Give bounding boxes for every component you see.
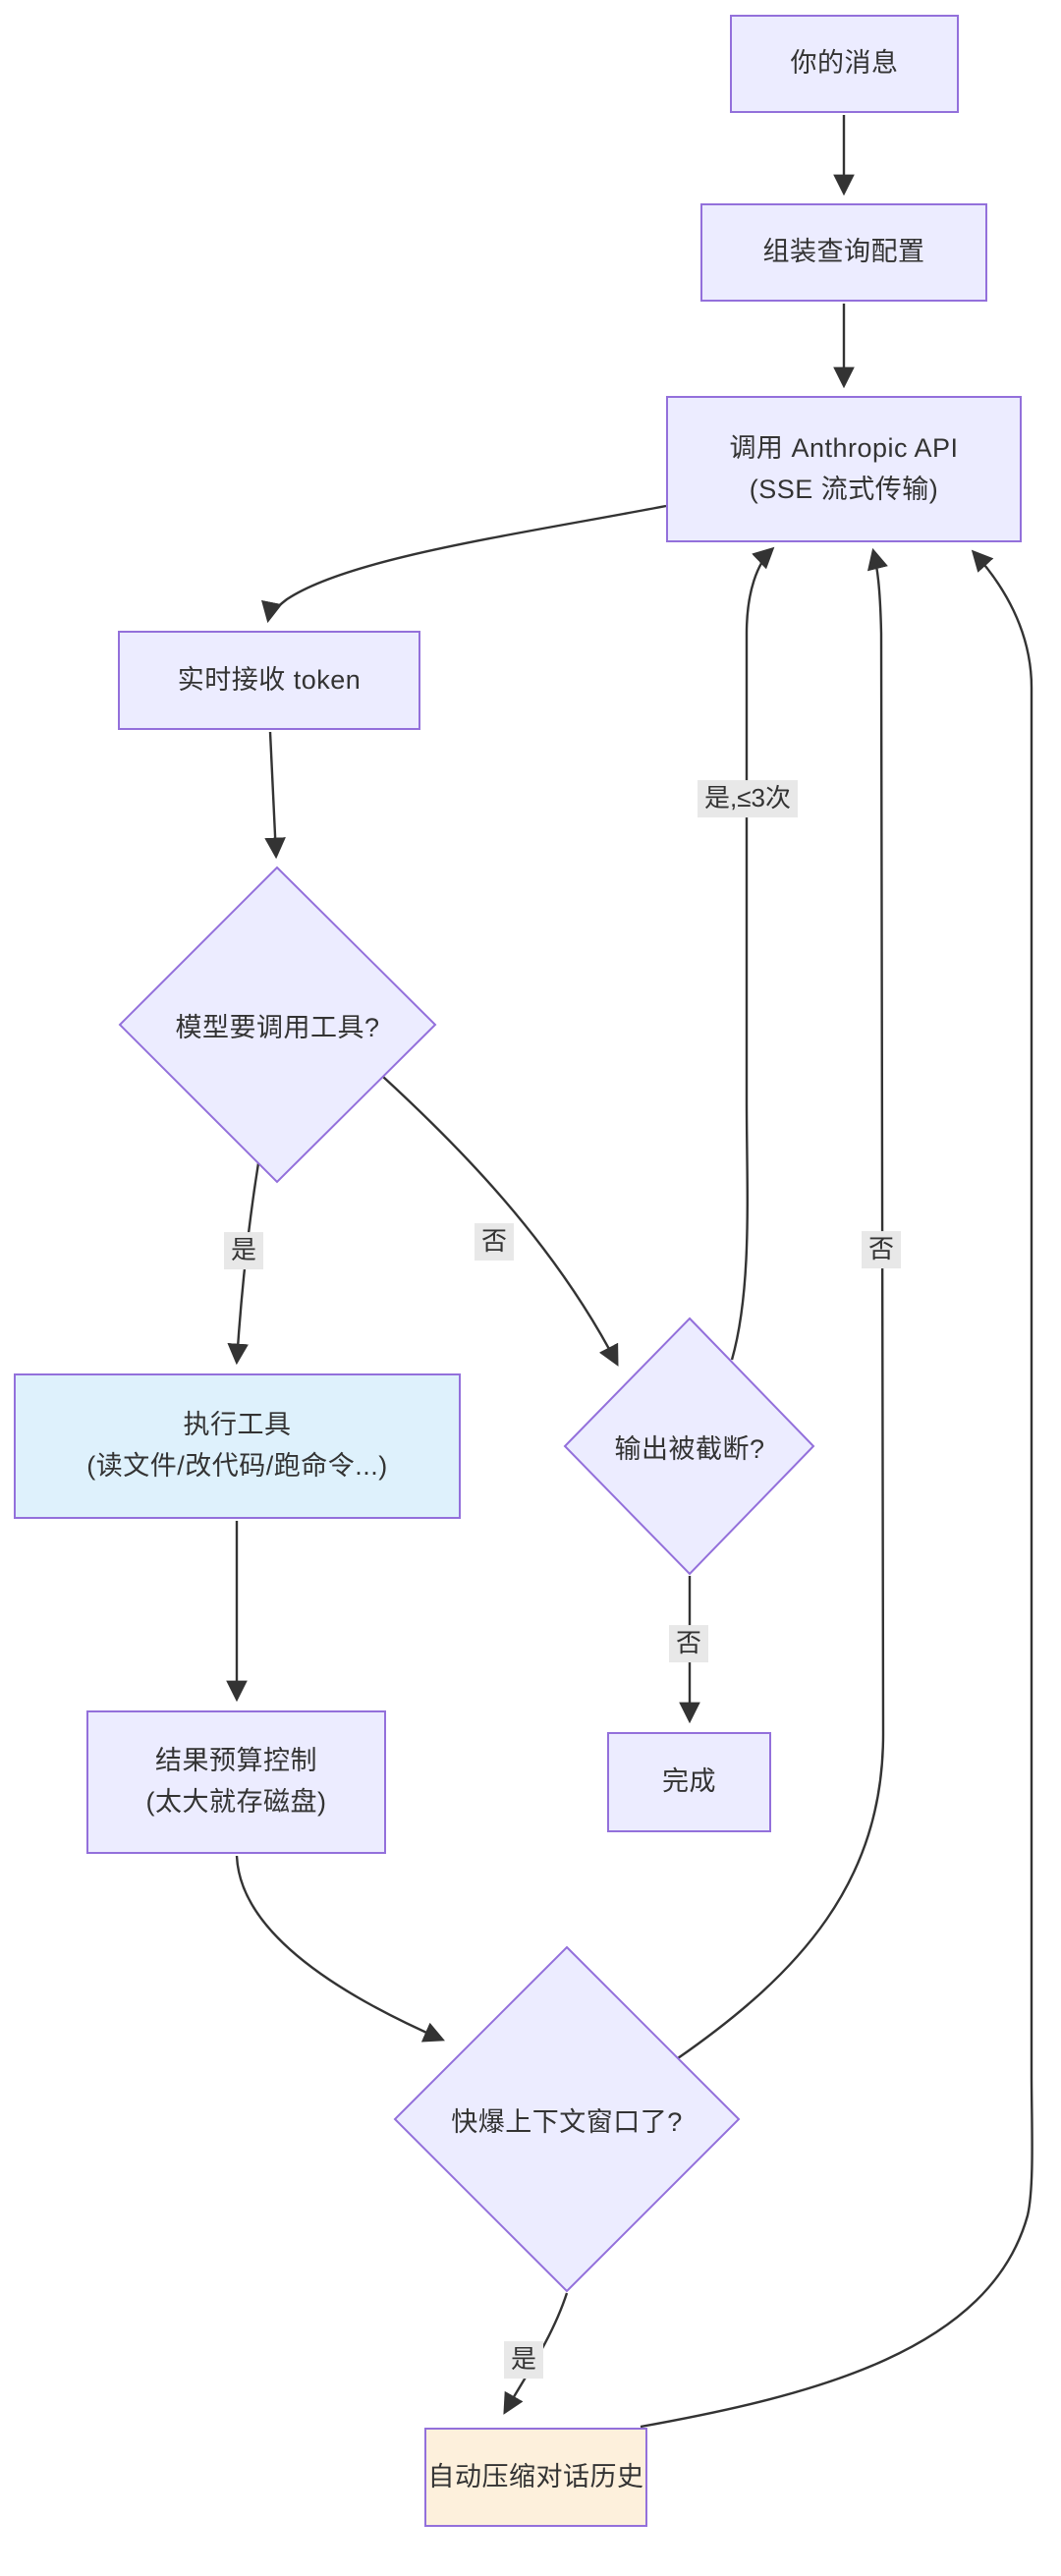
node-call-api: 调用 Anthropic API (SSE 流式传输) [666,396,1022,542]
edge-label-model-no: 否 [474,1223,515,1260]
node-budget-control: 结果预算控制 (太大就存磁盘) [86,1710,386,1854]
edge-label-truncated-yes-retry: 是,≤3次 [698,780,798,817]
node-assemble-config: 组装查询配置 [700,203,987,302]
node-user-message: 你的消息 [730,15,959,113]
edge-tool-decision-no-to-truncated-decision [382,1076,619,1367]
edge-budget-control-to-context-decision [235,1855,445,2043]
node-tool-call-decision-label: 模型要调用工具? [175,1012,380,1042]
output-truncated-decision-diamond [563,1316,815,1576]
node-compress-history: 自动压缩对话历史 [424,2428,647,2527]
node-budget-control-line1: 结果预算控制 [155,1746,317,1776]
node-assemble-config-label: 组装查询配置 [762,237,925,267]
tool-call-decision-diamond [118,866,437,1184]
edge-label-model-yes: 是 [223,1232,264,1269]
context-window-decision-diamond [393,1945,741,2293]
node-call-api-line1: 调用 Anthropic API [729,432,959,463]
node-compress-history-label: 自动压缩对话历史 [427,2461,644,2492]
node-execute-tools-line1: 执行工具 [183,1410,292,1440]
node-execute-tools: 执行工具 (读文件/改代码/跑命令...) [14,1373,461,1519]
node-receive-tokens: 实时接收 token [118,631,420,730]
edge-call-api-to-receive-tokens [261,504,667,624]
edge-compress-history-to-call-api [640,549,1033,2429]
edge-label-truncated-no: 否 [668,1625,709,1662]
edge-label-context-yes: 是 [503,2341,544,2379]
node-done: 完成 [607,1732,771,1832]
node-receive-tokens-label: 实时接收 token [177,664,362,695]
node-call-api-line2: (SSE 流式传输) [749,474,939,504]
edge-label-context-no: 否 [861,1231,902,1268]
edge-receive-tokens-to-tool-decision [264,731,286,860]
node-budget-control-line2: (太大就存磁盘) [145,1787,327,1817]
node-output-truncated-decision-label: 输出被截断? [614,1433,765,1464]
edge-truncated-decision-yes-to-call-api [730,546,775,1361]
edge-context-decision-no-to-call-api [677,547,888,2059]
node-context-window-decision-label: 快爆上下文窗口了? [451,2106,683,2137]
node-done-label: 完成 [662,1766,716,1797]
node-execute-tools-line2: (读文件/改代码/跑命令...) [86,1451,388,1481]
node-user-message-label: 你的消息 [790,48,899,79]
